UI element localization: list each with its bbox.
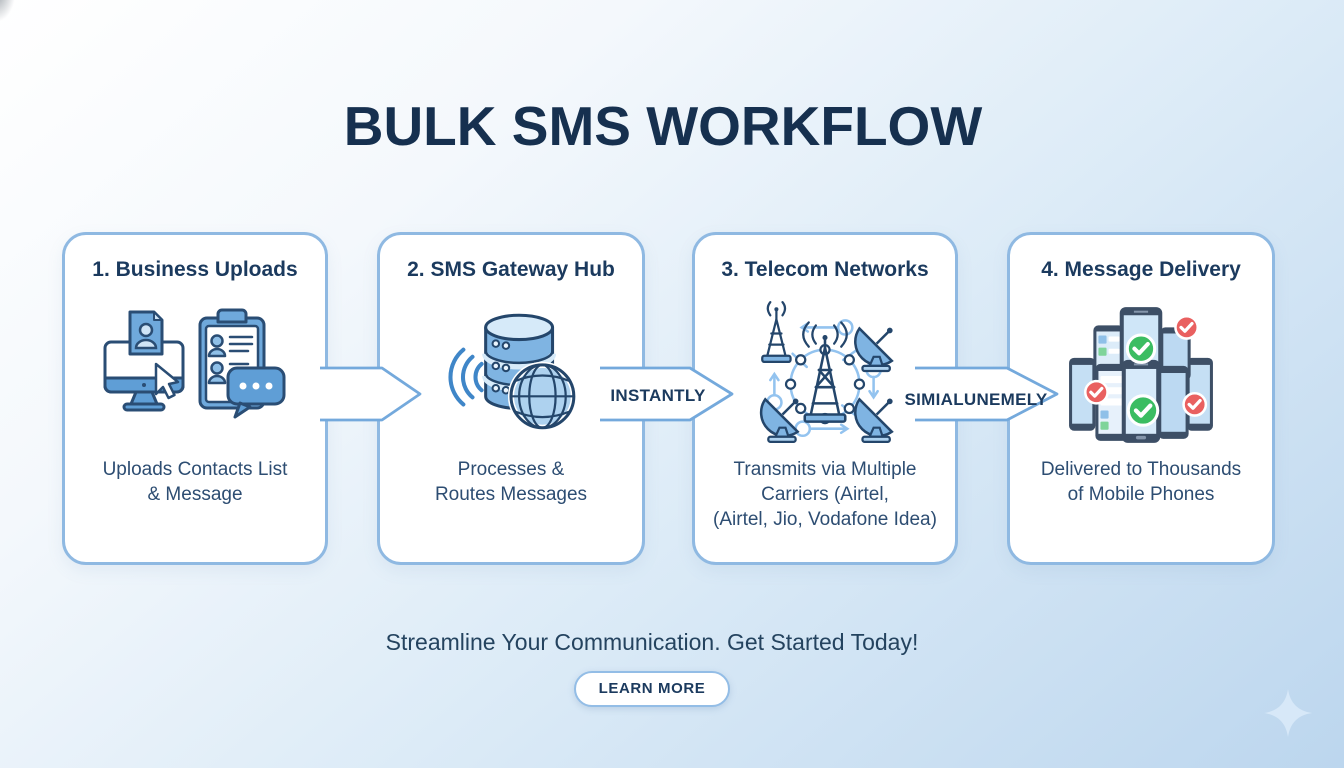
step-heading: 2. SMS Gateway Hub xyxy=(407,258,615,281)
step-card-business-uploads: 1. Business Uploads xyxy=(62,232,328,565)
step-description: Processes & Routes Messages xyxy=(434,459,588,505)
cell-towers-network-icon xyxy=(759,301,894,443)
step-heading: 4. Message Delivery xyxy=(1041,258,1241,281)
arrow-label-simultaneously: SIMIALUNEMELY xyxy=(904,390,1048,409)
step-card-message-delivery: 4. Message Delivery xyxy=(1007,232,1275,565)
step-heading: 3. Telecom Networks xyxy=(721,258,929,281)
step-description: Delivered to Thousands of Mobile Phones xyxy=(1040,459,1242,505)
computer-upload-clipboard-icon xyxy=(103,308,286,419)
step-description: Transmits via Multiple Carriers (Airtel,… xyxy=(713,459,937,530)
step-heading: 1. Business Uploads xyxy=(92,258,298,281)
sparkle-icon xyxy=(1264,689,1312,737)
arrow-label-instantly: INSTANTLY xyxy=(610,386,706,405)
flow-arrow-2 xyxy=(600,366,734,422)
flow-arrow-3 xyxy=(915,366,1059,422)
satellite-dish-icon xyxy=(759,326,894,443)
phones-delivered-checks-icon xyxy=(1069,307,1213,443)
tagline: Streamline Your Communication. Get Start… xyxy=(385,629,919,655)
learn-more-button[interactable]: LEARN MORE xyxy=(573,671,731,707)
step-description: Uploads Contacts List & Message xyxy=(102,459,288,505)
flow-arrow-1 xyxy=(320,366,422,422)
page-title: BULK SMS WORKFLOW xyxy=(343,95,983,157)
corner-smudge xyxy=(0,0,30,50)
database-globe-signal-icon xyxy=(448,313,577,431)
